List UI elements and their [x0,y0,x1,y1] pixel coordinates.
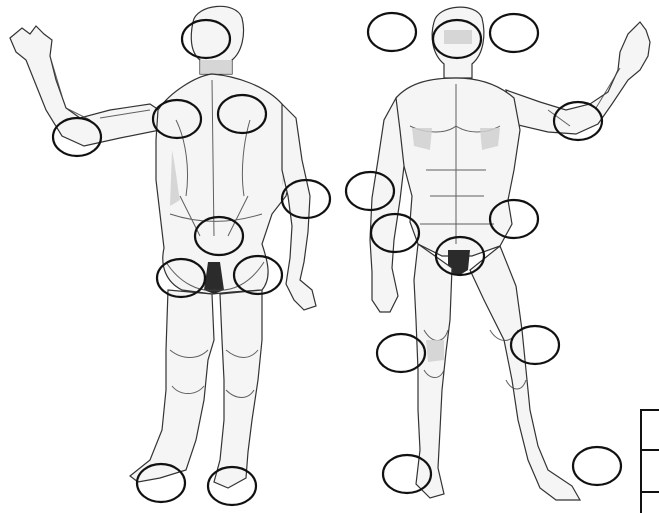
anterior-legs [414,244,580,500]
region-marker-front-beside-head-left[interactable] [368,13,416,51]
region-marker-front-beside-head-right[interactable] [490,14,538,52]
region-marker-front-beside-left-foot[interactable] [573,447,621,485]
posterior-body-figure [10,6,316,488]
posterior-raised-arm [10,26,162,146]
anterior-raised-arm [506,22,650,134]
posterior-legs [130,290,262,488]
anterior-torso [396,78,520,256]
cropped-scale-box [641,410,659,513]
anterior-body-figure [370,7,650,500]
posterior-right-arm [282,104,316,310]
region-markers-group [53,13,621,505]
